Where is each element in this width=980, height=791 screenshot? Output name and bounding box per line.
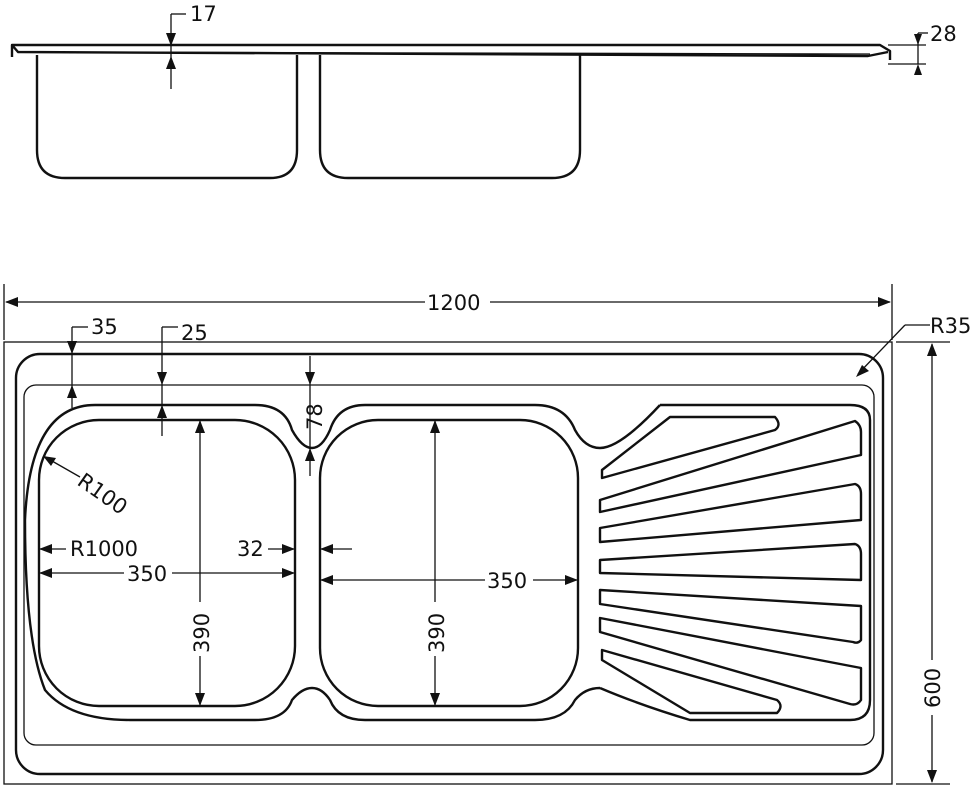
dim-28-arrow-bottom xyxy=(914,64,922,75)
dim-25-label: 25 xyxy=(181,321,208,345)
dim-78-label: 78 xyxy=(303,403,327,430)
side-right-bowl xyxy=(318,55,582,180)
drainer-groove xyxy=(600,648,782,715)
dim-78-arrow-top xyxy=(305,372,315,385)
plan-view: 1200 600 R35 35 25 78 R100 xyxy=(3,284,971,785)
dim-350-right-arrow-b xyxy=(565,575,578,585)
dim-350-left-arrow-b xyxy=(282,568,295,578)
dim-32-label: 32 xyxy=(237,537,264,561)
drainer-groove xyxy=(598,419,863,514)
dim-350-right-label: 350 xyxy=(487,569,527,593)
dim-r1000-label: R1000 xyxy=(70,537,138,561)
plan-outer-frame xyxy=(3,341,893,785)
drainer-groove xyxy=(598,482,863,544)
dim-35-arrow-top xyxy=(67,341,77,354)
dim-17-label: 17 xyxy=(190,2,217,26)
dim-17-arrow-top xyxy=(166,33,176,46)
dim-r35-leader xyxy=(857,324,906,375)
dim-r35-arrow xyxy=(856,365,869,377)
dim-390-right-label: 390 xyxy=(425,613,449,653)
dim-28-arrow-top xyxy=(914,34,922,45)
dim-32-arrow-right xyxy=(320,544,333,554)
dim-r100-label: R100 xyxy=(73,468,132,519)
dim-35-arrow-bottom xyxy=(67,385,77,398)
dim-r35-label: R35 xyxy=(930,314,971,338)
dim-r1000-arrow xyxy=(39,544,52,554)
dim-390-right-arrow-a xyxy=(430,420,440,433)
bowls-outer-outline xyxy=(23,403,661,722)
dim-350-left-label: 350 xyxy=(127,562,167,586)
dim-390-left-label: 390 xyxy=(190,613,214,653)
dim-32-arrow-left xyxy=(282,544,295,554)
plan-rim xyxy=(14,352,885,776)
drainer-grooves xyxy=(598,415,863,715)
dim-28-label: 28 xyxy=(930,22,957,46)
side-rim-outline xyxy=(10,43,892,60)
dim-600-arrow-top xyxy=(927,343,937,356)
dim-600-label: 600 xyxy=(921,668,945,708)
dim-25-arrow-top xyxy=(157,372,167,385)
dim-35-label: 35 xyxy=(91,315,118,339)
dim-350-right-arrow-a xyxy=(320,575,333,585)
right-bowl-inner xyxy=(318,418,580,708)
side-elevation-view: 17 28 xyxy=(10,2,957,180)
dim-1200-arrow-left xyxy=(5,297,18,307)
side-rim-inner xyxy=(19,51,871,55)
side-left-bowl xyxy=(35,55,299,180)
drainer-groove xyxy=(598,616,863,706)
dim-1200-label: 1200 xyxy=(427,291,480,315)
dim-390-left-arrow-a xyxy=(195,420,205,433)
dim-17-arrow-bottom xyxy=(166,56,176,69)
dim-25-arrow-bottom xyxy=(157,405,167,418)
dim-78-arrow-bottom xyxy=(305,448,315,461)
dim-350-left-arrow-a xyxy=(39,568,52,578)
dim-600-arrow-bottom xyxy=(927,770,937,783)
dim-390-left-arrow-b xyxy=(195,693,205,706)
drainer-groove xyxy=(598,542,863,582)
drainer-groove xyxy=(600,415,780,480)
plan-deck-inner xyxy=(23,384,875,746)
dim-390-right-arrow-b xyxy=(430,693,440,706)
drainer-groove xyxy=(598,588,863,644)
dim-r100-arrow xyxy=(43,456,56,466)
dim-1200-arrow-right xyxy=(878,297,891,307)
left-bowl-inner xyxy=(37,418,297,708)
drainer-outline xyxy=(599,403,872,722)
